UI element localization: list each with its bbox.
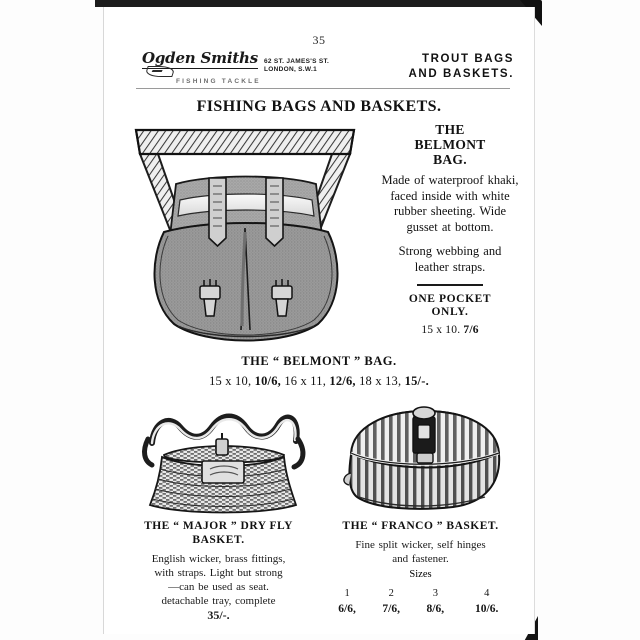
- franco-basket-block: THE “ FRANCO ” BASKET. Fine split wicker…: [319, 399, 524, 622]
- franco-size-price-4: 10/6.: [475, 603, 499, 615]
- brand-address: 62 ST. JAMES'S ST. LONDON, S.W.1: [264, 58, 329, 76]
- major-basket-desc-line3: —can be used as seat.: [168, 581, 269, 593]
- belmont-heading-line3: BAG.: [433, 152, 467, 167]
- brand-address-line1: 62 ST. JAMES'S ST.: [264, 58, 330, 65]
- franco-size-number-4: 4: [484, 588, 490, 599]
- brand-block: Ogden Smiths 62 ST. JAMES'S ST. LONDON, …: [142, 49, 352, 85]
- franco-basket-description: Fine split wicker, self hinges and faste…: [325, 538, 516, 566]
- franco-basket-desc-line1: Fine split wicker, self hinges: [355, 539, 486, 551]
- belmont-pocket-note: ONE POCKET ONLY.: [380, 293, 520, 320]
- franco-size-numbers-row: 1 2 3 4: [325, 587, 516, 600]
- brand-address-line2: LONDON, S.W.1: [264, 66, 318, 73]
- major-basket-illustration: [124, 399, 313, 517]
- franco-size-price-2: 7/6,: [382, 603, 400, 615]
- belmont-caption: THE “ BELMONT ” BAG.: [241, 354, 397, 368]
- major-basket-desc-line1: English wicker, brass fittings,: [151, 553, 286, 565]
- franco-sizes-label: Sizes: [409, 569, 432, 580]
- major-basket-title-line2: BASKET.: [192, 534, 245, 546]
- baskets-section: THE “ MAJOR ” DRY FLY BASKET. English wi…: [114, 399, 524, 622]
- franco-size-number-2: 2: [388, 588, 394, 599]
- belmont-heading-line2: BELMONT: [414, 137, 486, 152]
- brand-logotype: Ogden Smiths: [142, 49, 258, 69]
- masthead: Ogden Smiths 62 ST. JAMES'S ST. LONDON, …: [114, 49, 524, 85]
- belmont-bag-illustration: [114, 120, 376, 356]
- belmont-section: THE BELMONT BAG. Made of waterproof khak…: [114, 120, 524, 356]
- belmont-heading: THE BELMONT BAG.: [380, 122, 520, 167]
- belmont-divider: [417, 284, 483, 286]
- page-number: 35: [312, 33, 326, 47]
- department-title-line2: AND BASKETS.: [408, 68, 514, 80]
- franco-basket-illustration: [325, 399, 516, 517]
- belmont-price-1: 10/6,: [254, 374, 281, 388]
- major-basket-title: THE “ MAJOR ” DRY FLY BASKET.: [124, 519, 313, 547]
- belmont-size-1: 15 x 10,: [209, 374, 252, 388]
- franco-basket-desc-line2: and fastener.: [392, 553, 449, 565]
- belmont-size-2: 16 x 11,: [284, 374, 327, 388]
- major-basket-block: THE “ MAJOR ” DRY FLY BASKET. English wi…: [114, 399, 319, 622]
- brand-tagline: FISHING TACKLE: [176, 78, 261, 85]
- belmont-sizes-line: 15 x 10, 10/6, 16 x 11, 12/6, 18 x 13, 1…: [114, 374, 524, 389]
- major-basket-title-line1: THE “ MAJOR ” DRY FLY: [144, 520, 293, 532]
- major-basket-desc-line4: detachable tray, complete: [161, 595, 276, 607]
- belmont-price-3: 15/-.: [404, 374, 429, 388]
- major-basket-desc-line2: with straps. Light but strong: [154, 567, 283, 579]
- franco-basket-title: THE “ FRANCO ” BASKET.: [342, 520, 499, 532]
- belmont-heading-line1: THE: [435, 122, 465, 137]
- franco-size-price-3: 8/6,: [426, 603, 445, 615]
- franco-size-number-1: 1: [344, 588, 350, 599]
- belmont-pocket-price-value: 7/6: [463, 323, 479, 336]
- franco-size-prices-row: 6/6, 7/6, 8/6, 10/6.: [325, 600, 516, 616]
- department-title-line1: TROUT BAGS: [421, 53, 514, 65]
- masthead-rule: [136, 88, 510, 89]
- belmont-pocket-note-line1: ONE POCKET: [408, 292, 492, 305]
- page-title: FISHING BAGS AND BASKETS.: [196, 98, 442, 115]
- belmont-description: Made of waterproof khaki, faced inside w…: [380, 173, 520, 275]
- franco-size-table: 1 2 3 4 6/6, 7/6, 8/6, 10/6.: [325, 587, 516, 616]
- belmont-description-para2: Strong webbing and leather straps.: [398, 244, 502, 274]
- scan-top-edge: [95, 0, 540, 7]
- belmont-description-column: THE BELMONT BAG. Made of waterproof khak…: [376, 120, 520, 356]
- belmont-price-2: 12/6,: [329, 374, 356, 388]
- belmont-size-3: 18 x 13,: [359, 374, 402, 388]
- major-basket-description: English wicker, brass fittings, with str…: [124, 552, 313, 622]
- belmont-pocket-note-line2: ONLY.: [431, 306, 469, 319]
- major-basket-price: 35/-.: [207, 608, 230, 622]
- department-title: TROUT BAGS AND BASKETS.: [409, 52, 514, 82]
- belmont-pocket-price: 15 x 10. 7/6: [380, 324, 520, 336]
- franco-size-number-3: 3: [432, 588, 438, 599]
- franco-size-price-1: 6/6,: [338, 603, 356, 615]
- belmont-pocket-price-size: 15 x 10.: [421, 323, 461, 336]
- belmont-description-para1: Made of waterproof khaki, faced inside w…: [381, 173, 519, 234]
- catalog-page: 35 Ogden Smiths 62 ST. JAMES'S ST. LONDO…: [103, 7, 535, 634]
